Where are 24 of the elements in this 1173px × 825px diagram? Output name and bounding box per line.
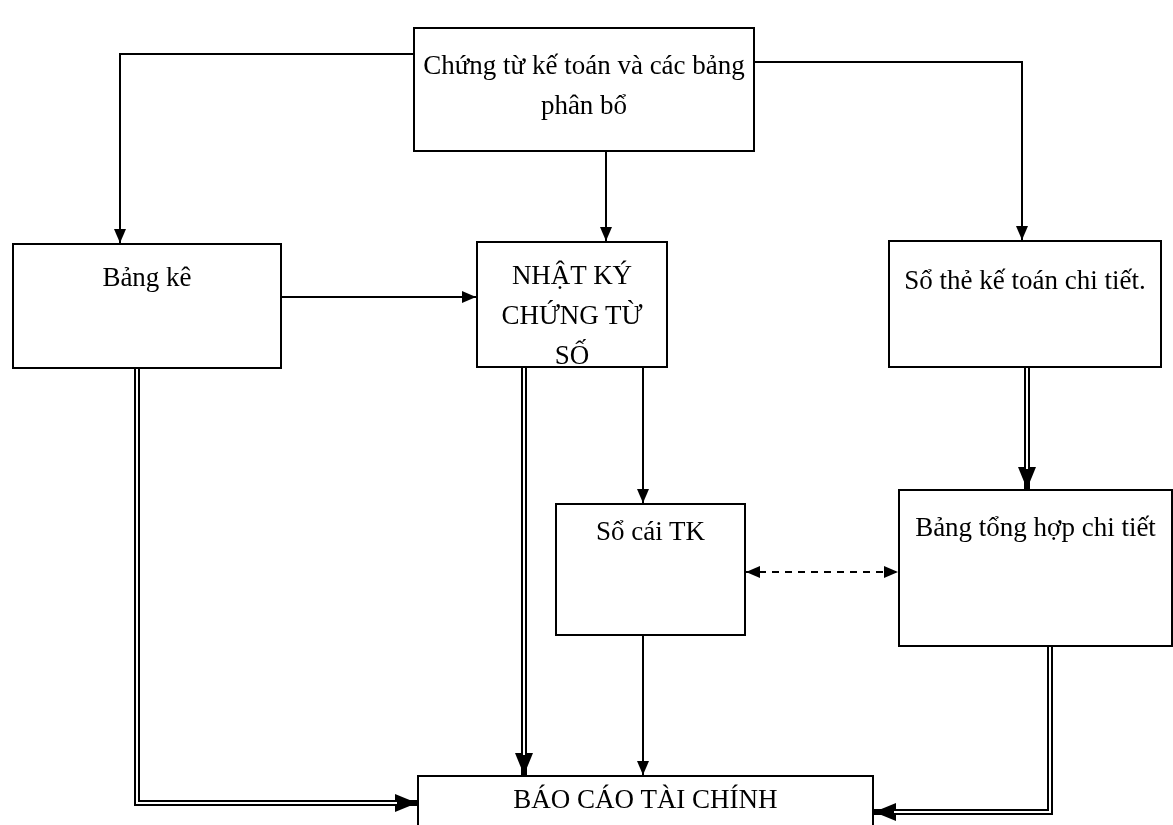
process-box [555,503,746,636]
box-label: NHẬT KÝ CHỨNG TỪ SỐ [500,259,644,372]
process-box [888,240,1162,368]
arrow [637,635,649,776]
box-label: Chứng từ kế toán và các bảng phân bổ [422,49,746,122]
process-box [12,243,282,369]
arrow [114,53,414,244]
arrow [637,367,649,504]
box-label: Bảng kê [101,261,193,294]
box-label: Sổ cái TK [595,515,706,548]
process-box [413,27,755,152]
double-arrow [874,646,1053,821]
double-arrow [1018,367,1036,489]
arrow [600,151,612,242]
box-label: Bảng tổng hợp chi tiết [914,511,1157,544]
box-label: BÁO CÁO TÀI CHÍNH [512,783,779,816]
process-box [476,241,668,368]
arrow [281,291,477,303]
arrow [754,61,1028,241]
process-box [898,489,1173,647]
box-label: Sổ thẻ kế toán chi tiết. [903,264,1147,297]
double-arrow [515,367,533,775]
double-arrow [134,368,417,812]
arrow [745,566,899,578]
